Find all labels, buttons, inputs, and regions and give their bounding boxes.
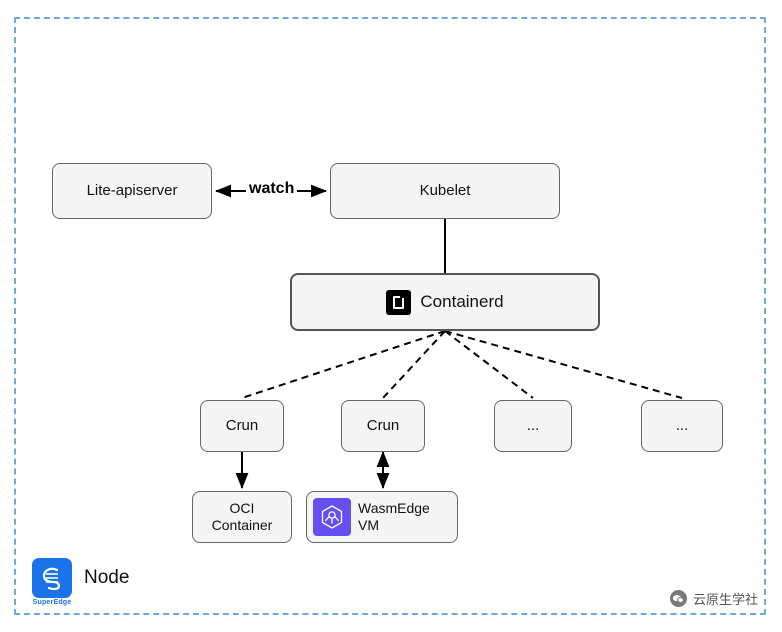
node-lite-apiserver-label: Lite-apiserver — [86, 181, 178, 199]
node-ellipsis-2-label: ... — [675, 416, 689, 434]
edge-label-watch: watch — [246, 180, 298, 198]
superedge-mark — [32, 558, 72, 598]
node-lite-apiserver[interactable]: Lite-apiserver — [52, 163, 212, 219]
node-containerd-label: Containerd — [420, 292, 504, 312]
node-ellipsis-1[interactable]: ... — [494, 400, 572, 452]
node-boundary — [14, 17, 766, 615]
node-oci-container-label-line1: OCI — [229, 499, 255, 516]
node-crun-1-label: Crun — [225, 416, 259, 434]
containerd-logo-icon — [386, 289, 412, 315]
node-kubelet-label: Kubelet — [419, 181, 471, 199]
node-oci-container[interactable]: OCI Container — [192, 491, 292, 543]
node-ellipsis-2[interactable]: ... — [641, 400, 723, 452]
node-wasmedge-vm-label-line1: WasmEdge — [358, 500, 430, 517]
wechat-account-name: 云原生学社 — [692, 592, 758, 607]
node-crun-1[interactable]: Crun — [200, 400, 284, 452]
superedge-wordmark: SuperEdge — [32, 599, 72, 606]
node-oci-container-label-line2: Container — [211, 517, 273, 533]
node-boundary-label: Node — [84, 567, 130, 588]
node-crun-2[interactable]: Crun — [341, 400, 425, 452]
node-wasmedge-vm-label-line2: VM — [358, 517, 379, 533]
wechat-icon — [669, 590, 687, 607]
node-crun-2-label: Crun — [366, 416, 400, 434]
node-ellipsis-1-label: ... — [526, 416, 540, 434]
wasmedge-logo-icon — [313, 498, 351, 536]
node-containerd[interactable]: Containerd — [290, 273, 600, 331]
wechat-badge: 云原生学社 — [669, 589, 758, 608]
node-kubelet[interactable]: Kubelet — [330, 163, 560, 219]
superedge-logo-icon: SuperEdge — [28, 558, 76, 612]
node-wasmedge-vm[interactable]: WasmEdge VM — [306, 491, 458, 543]
